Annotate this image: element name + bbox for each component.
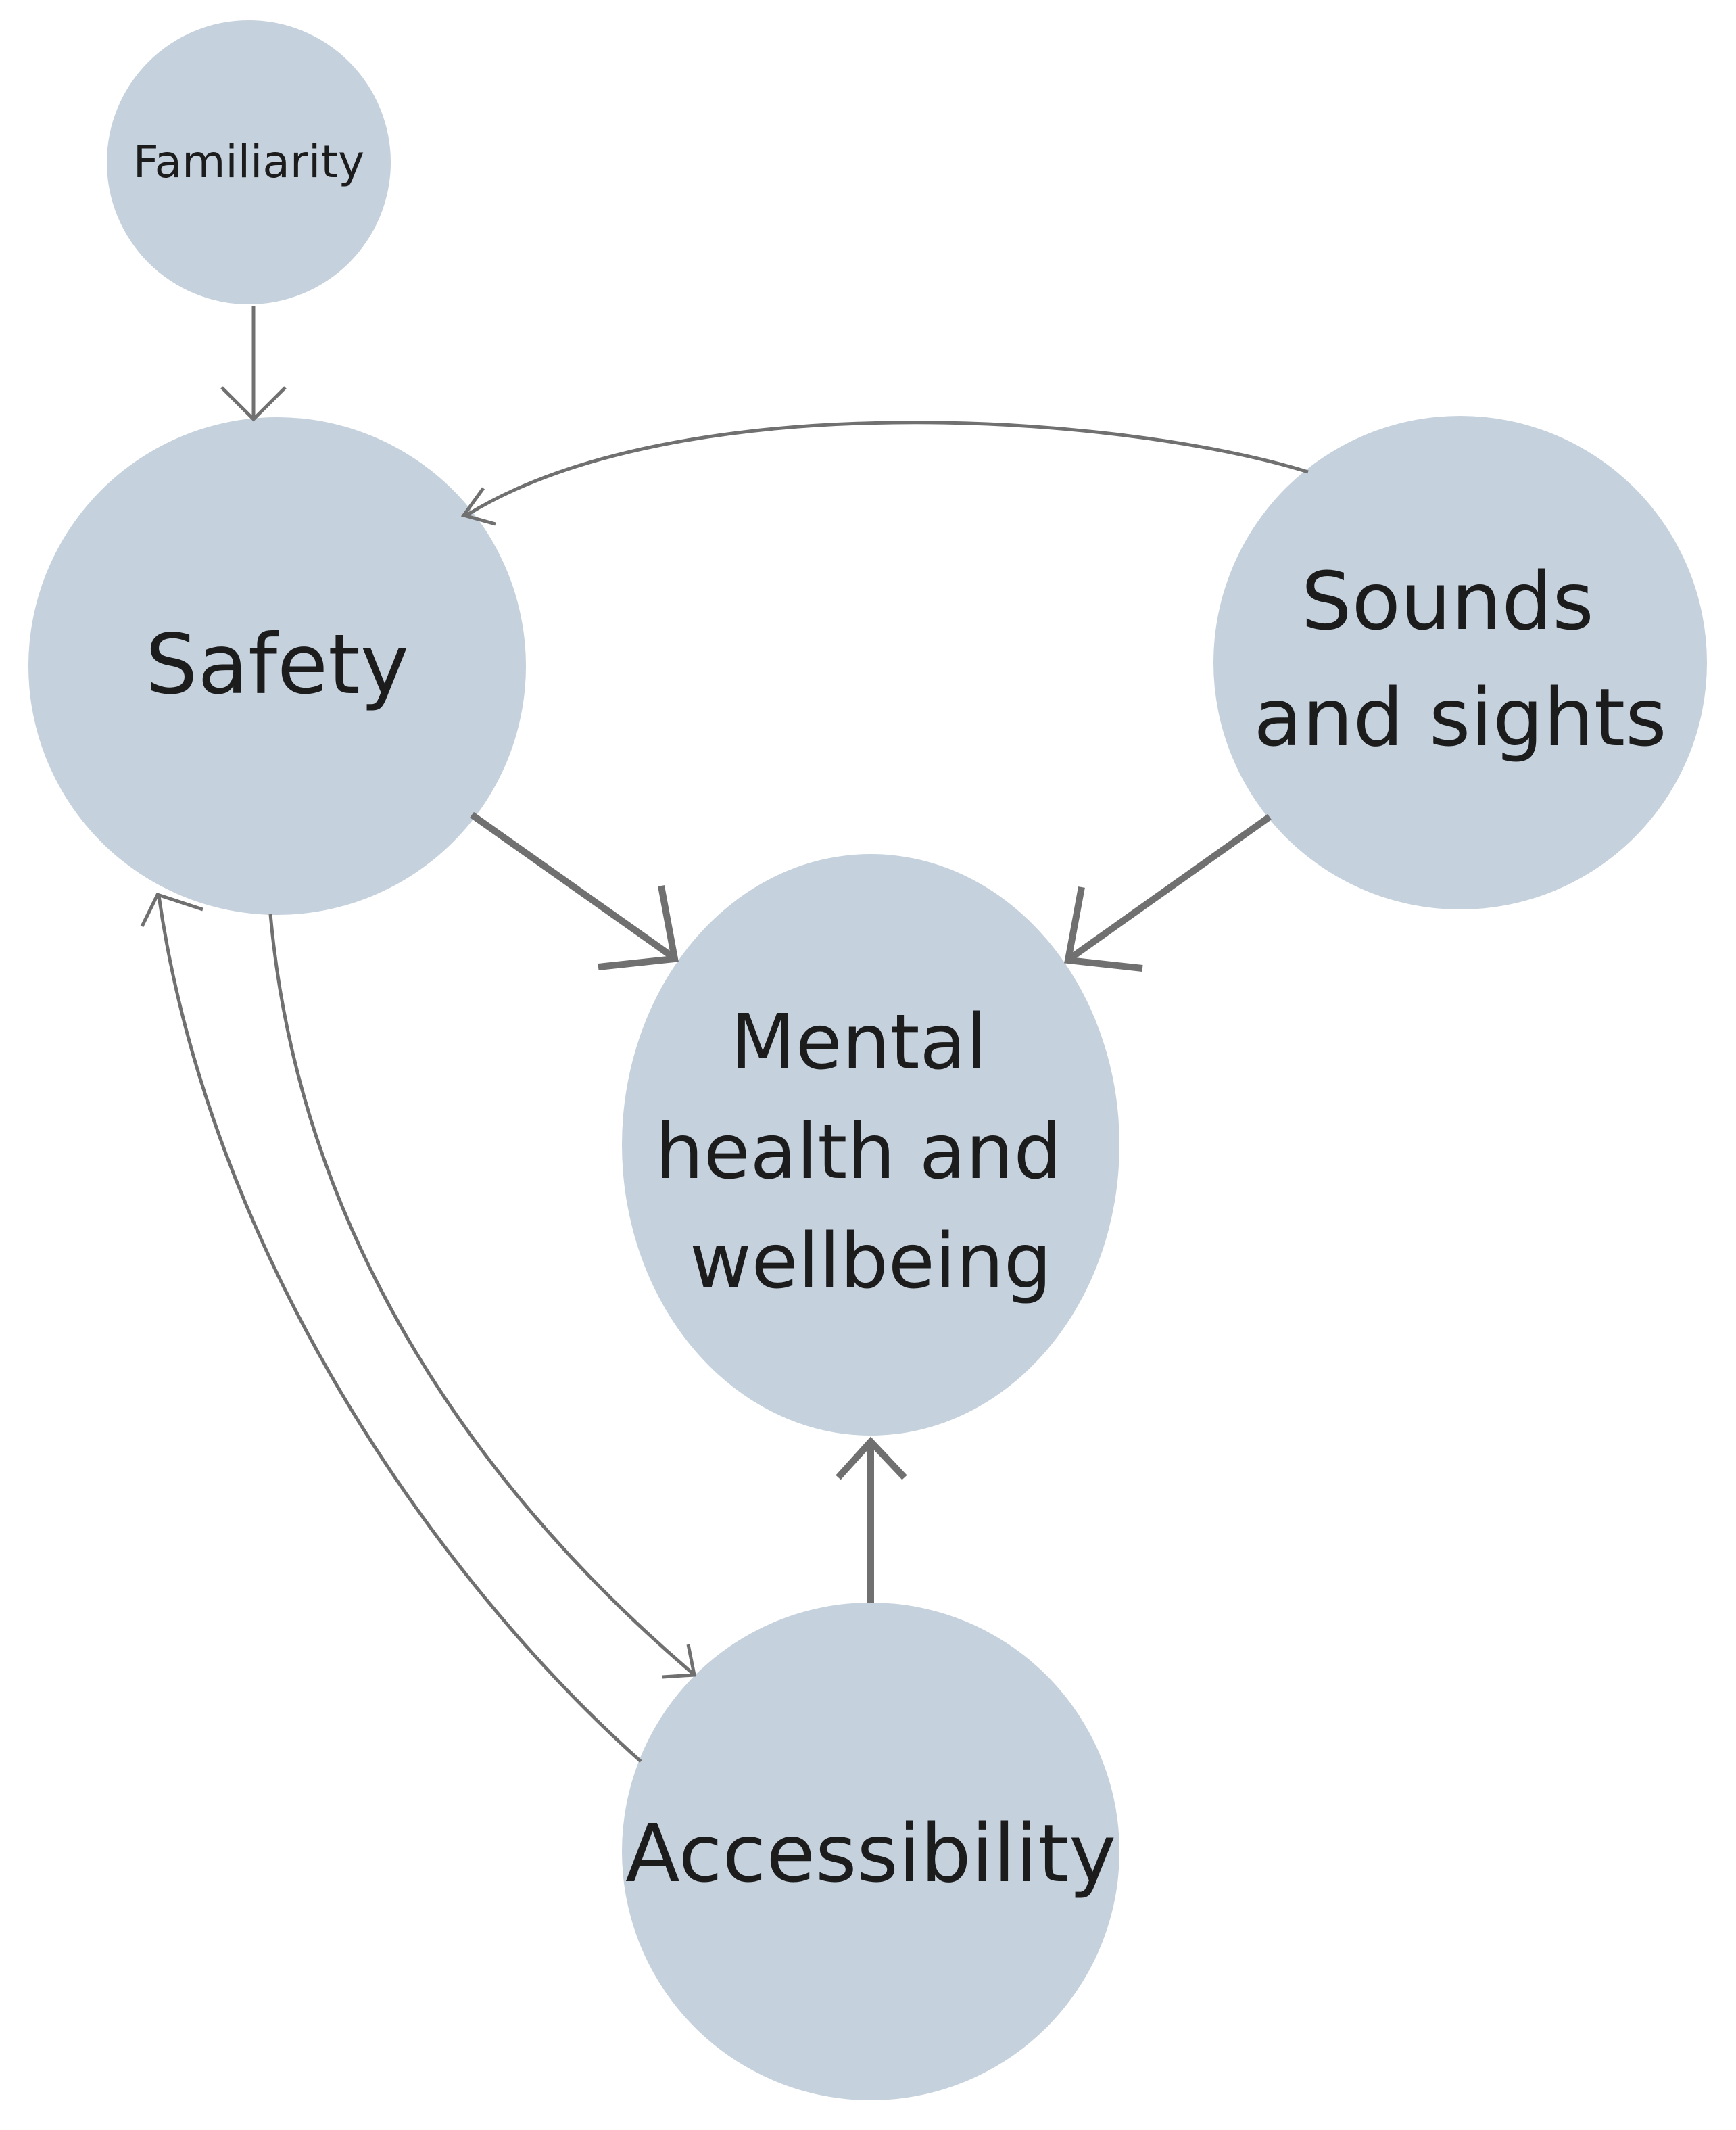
edge-sounds-to-safety [465, 421, 1309, 517]
node-mental-shape [622, 854, 1119, 1436]
edges [140, 306, 1309, 1763]
node-mental-label: Mental health and wellbeing [656, 999, 1086, 1306]
edge-accessibility-to-safety-arrowhead [140, 892, 203, 928]
node-safety-label-line: Safety [145, 617, 409, 713]
edge-safety-to-mental [470, 811, 675, 960]
edge-sounds-to-safety-arrowhead [460, 487, 496, 526]
node-safety-shape [28, 417, 526, 915]
node-safety-label: Safety [145, 617, 409, 713]
node-mental-label-line-3: wellbeing [690, 1218, 1052, 1306]
node-mental-label-line-2: health and [656, 1108, 1062, 1196]
node-sounds-shape [1213, 416, 1707, 909]
node-familiarity: Familiarity [107, 20, 391, 304]
node-accessibility-label: Accessibility [625, 1807, 1116, 1900]
edge-accessibility-to-safety [157, 895, 642, 1763]
edge-safety-to-accessibility [268, 914, 694, 1675]
edge-sounds-to-mental-arrowhead [1064, 886, 1143, 972]
edge-safety-to-accessibility-arrowhead [662, 1644, 697, 1679]
node-sounds-label-line-2: and sights [1253, 671, 1666, 764]
edge-sounds-to-mental [1067, 813, 1272, 962]
node-sounds-label: Sounds and sights [1253, 554, 1666, 764]
node-mental-label-line-1: Mental [730, 999, 987, 1087]
node-accessibility: Accessibility [622, 1603, 1119, 2100]
node-sounds-and-sights: Sounds and sights [1213, 416, 1707, 909]
edge-safety-to-mental-arrowhead [598, 885, 679, 970]
node-familiarity-shape [107, 20, 391, 304]
node-mental-health-and-wellbeing: Mental health and wellbeing [622, 854, 1119, 1436]
node-accessibility-shape [622, 1603, 1119, 2100]
node-familiarity-label: Familiarity [133, 136, 365, 188]
node-sounds-label-line-1: Sounds [1301, 554, 1594, 648]
node-accessibility-label-line: Accessibility [625, 1807, 1116, 1900]
node-familiarity-label-line: Familiarity [133, 136, 365, 188]
edge-accessibility-to-mental-arrowhead [836, 1436, 907, 1480]
edge-familiarity-to-safety-arrowhead [220, 386, 287, 422]
node-safety: Safety [28, 417, 526, 915]
